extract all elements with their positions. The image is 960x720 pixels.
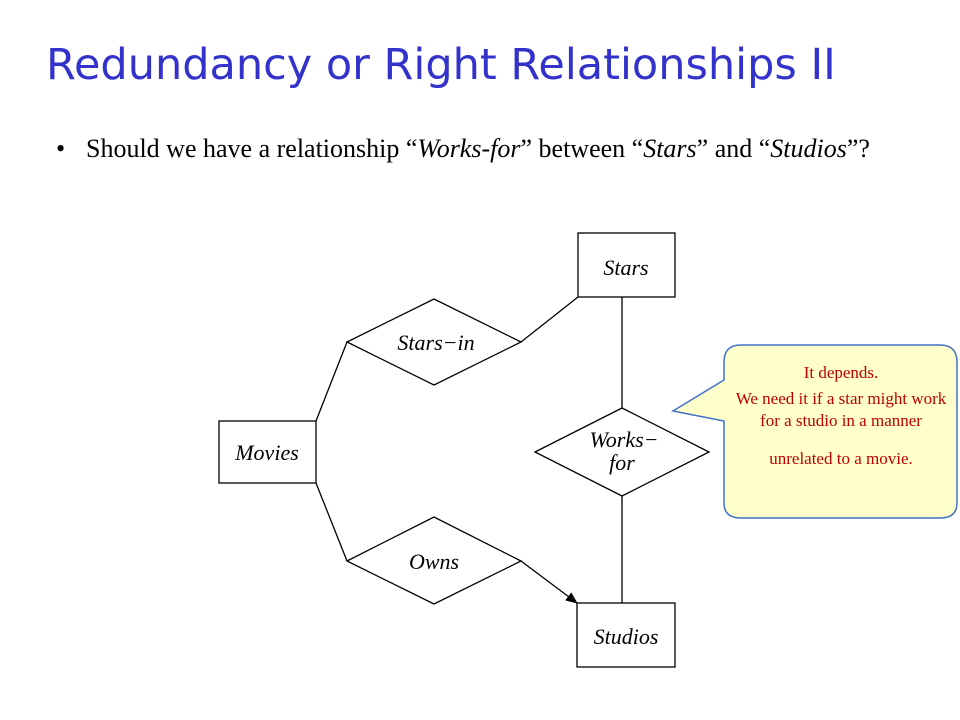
bullet-text-studios: Studios — [770, 134, 847, 163]
callout-line-2: We need it if a star might work for a st… — [735, 389, 947, 430]
relationship-works-for-label-line1: Works− — [589, 427, 658, 452]
edge-movies-stars-in — [315, 341, 348, 422]
entity-studios: Studios — [576, 602, 676, 668]
bullet-text: Should we have a relationship “Works-for… — [86, 133, 936, 165]
slide-title: Redundancy or Right Relationships II — [46, 40, 836, 90]
edge-stars-in-stars — [520, 296, 579, 343]
callout-line-1: It depends. — [803, 363, 879, 382]
entity-stars-label: Stars — [603, 255, 648, 280]
bullet-text-part: ” and “ — [696, 134, 771, 163]
bullet-text-part: ”? — [846, 134, 870, 163]
edge-owns-studios — [520, 560, 578, 604]
relationship-works-for: Works− for — [533, 407, 711, 497]
callout-text: It depends. We need it if a star might w… — [727, 362, 955, 470]
entity-movies: Movies — [218, 420, 317, 484]
bullet-text-stars: Stars — [643, 134, 697, 163]
bullet-text-works-for: Works-for — [417, 134, 521, 163]
entity-movies-label: Movies — [234, 440, 299, 465]
entity-stars: Stars — [577, 232, 676, 298]
entity-studios-label: Studios — [594, 624, 659, 649]
bullet-dot: • — [56, 134, 66, 163]
relationship-stars-in-label: Stars−in — [397, 330, 474, 355]
relationship-owns: Owns — [345, 516, 523, 605]
relationship-stars-in: Stars−in — [345, 298, 523, 386]
relationship-owns-label: Owns — [409, 549, 459, 574]
callout-bubble — [670, 344, 958, 519]
relationship-works-for-label-line2: for — [609, 450, 635, 475]
edge-movies-owns — [315, 482, 348, 562]
bullet-text-part: Should we have a relationship “ — [86, 134, 418, 163]
bullet-text-part: ” between “ — [520, 134, 644, 163]
callout-line-3: unrelated to a movie. — [769, 449, 913, 468]
